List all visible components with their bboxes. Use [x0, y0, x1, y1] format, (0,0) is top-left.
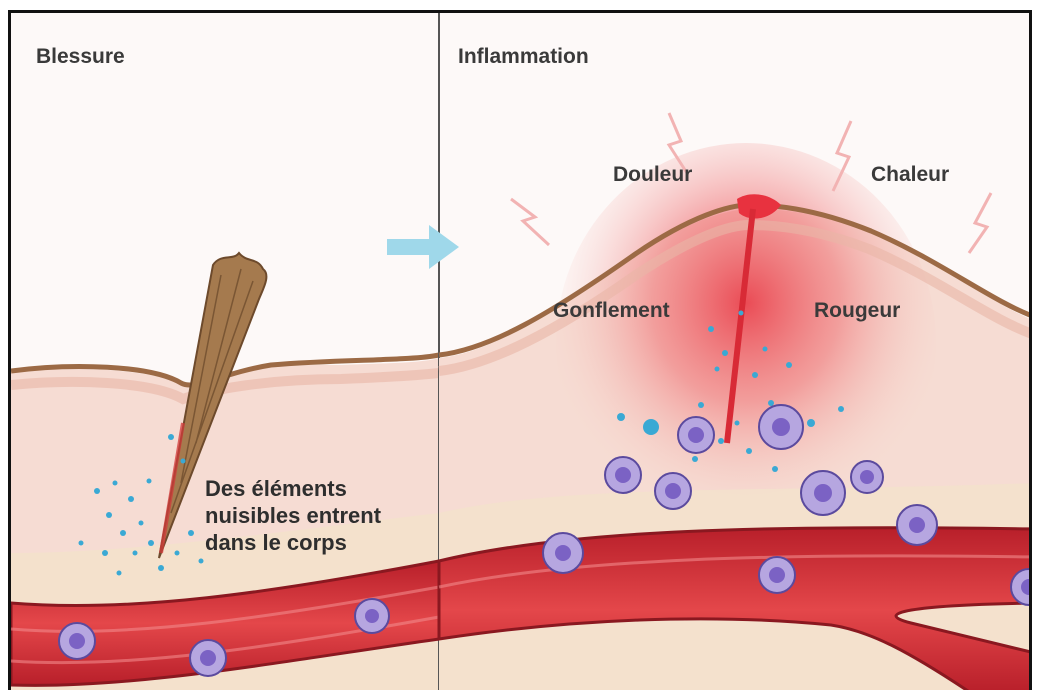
caption-line-1: Des éléments	[205, 475, 445, 502]
arrow-right-icon	[387, 225, 459, 269]
label-pain: Douleur	[613, 163, 692, 187]
panel-title-injury: Blessure	[36, 45, 125, 69]
label-heat: Chaleur	[871, 163, 949, 187]
panel-injury	[11, 253, 439, 690]
caption-harmful-elements: Des éléments nuisibles entrent dans le c…	[205, 475, 445, 556]
caption-line-2: nuisibles entrent	[205, 502, 445, 529]
panel-inflammation	[387, 113, 1032, 690]
diagram-frame: Blessure Inflammation Douleur Chaleur Go…	[8, 10, 1032, 690]
caption-line-3: dans le corps	[205, 529, 445, 556]
inflammation-illustration	[11, 13, 1032, 690]
label-swelling: Gonflement	[553, 299, 670, 323]
label-redness: Rougeur	[814, 299, 900, 323]
panel-title-inflammation: Inflammation	[458, 45, 589, 69]
